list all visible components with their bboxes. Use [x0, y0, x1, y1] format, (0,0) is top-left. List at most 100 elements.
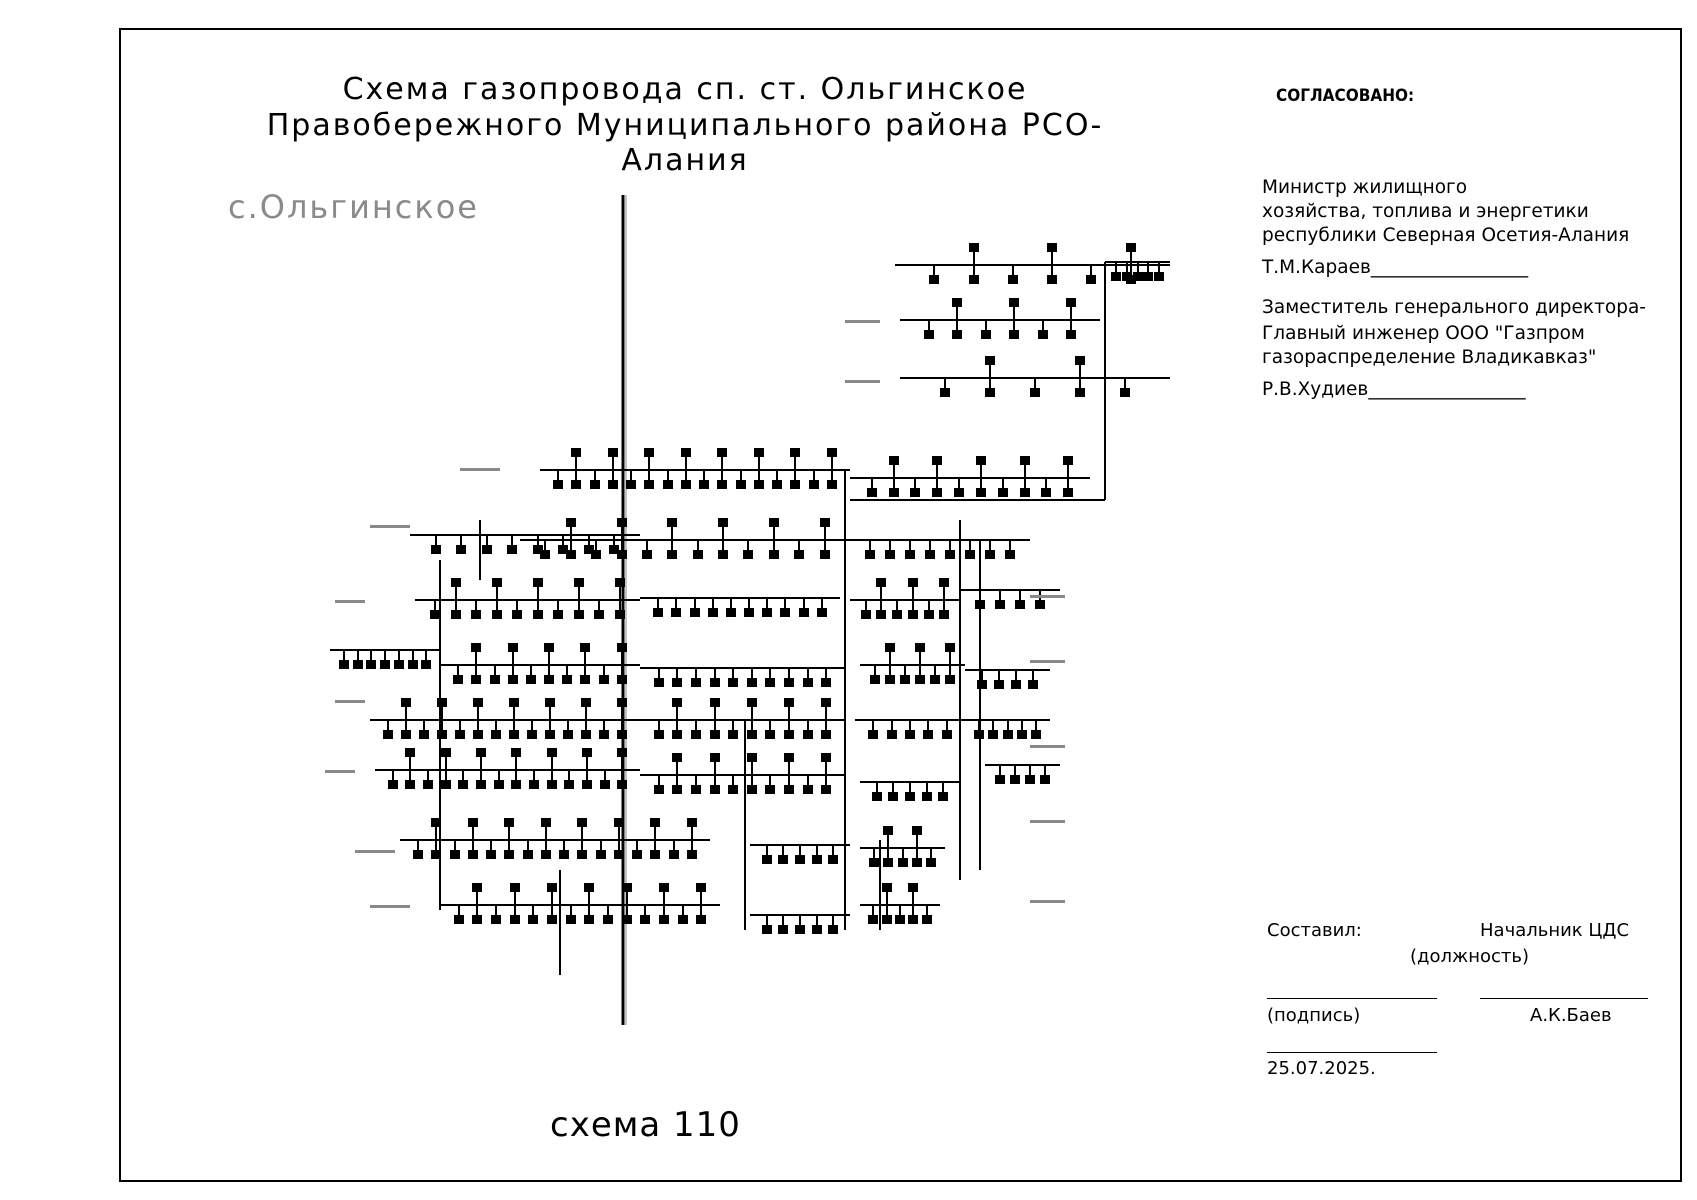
house-connection [650, 818, 660, 840]
house-connection [939, 578, 949, 600]
house-connection [510, 883, 520, 905]
house-connection [574, 578, 584, 600]
house-connection [582, 770, 592, 789]
house-connection [471, 600, 481, 619]
house-connection [562, 665, 572, 684]
house-connection [571, 448, 581, 470]
house-connection [828, 845, 838, 864]
house-connection [794, 540, 804, 559]
house-connection [1047, 265, 1057, 284]
house-connection [541, 840, 551, 859]
name-line [1480, 998, 1648, 999]
house-connection [1126, 243, 1136, 265]
house-connection [545, 698, 555, 720]
house-connection [784, 775, 794, 794]
house-connection [939, 600, 949, 619]
house-connection [769, 540, 779, 559]
house-connection [1011, 670, 1021, 689]
house-connection [492, 578, 502, 600]
house-connection [458, 770, 468, 789]
house-connection [710, 668, 720, 687]
house-connection [975, 590, 985, 609]
house-connection [591, 540, 601, 559]
deputy-title-1: Заместитель генерального директора- [1262, 297, 1646, 318]
house-connection [1031, 720, 1041, 739]
house-connection [512, 600, 522, 619]
house-connection [876, 578, 886, 600]
house-connection [1047, 243, 1057, 265]
house-connection [743, 540, 753, 559]
house-connection [559, 840, 569, 859]
house-connection [437, 720, 447, 739]
house-connection [540, 540, 550, 559]
house-connection [861, 600, 871, 619]
house-connection [663, 470, 673, 489]
house-connection [456, 535, 466, 554]
house-connection [413, 840, 423, 859]
house-connection [687, 840, 697, 859]
house-connection [762, 915, 772, 934]
house-connection [617, 540, 627, 559]
house-connection [667, 540, 677, 559]
house-connection [510, 905, 520, 924]
house-connection [1028, 670, 1038, 689]
house-connection [614, 818, 624, 840]
house-connection [744, 598, 754, 617]
house-connection [454, 905, 464, 924]
house-connection [821, 668, 831, 687]
house-connection [566, 540, 576, 559]
house-connection [780, 598, 790, 617]
house-connection [1133, 262, 1143, 281]
house-connection [926, 848, 936, 867]
house-connection [596, 840, 606, 859]
street-label [1030, 820, 1065, 823]
house-connection [908, 905, 918, 924]
house-connection [654, 775, 664, 794]
house-connection [747, 698, 757, 720]
house-connection [1063, 456, 1073, 478]
house-connection [590, 470, 600, 489]
house-connection [608, 470, 618, 489]
house-connection [681, 448, 691, 470]
house-connection [1066, 320, 1076, 339]
street-label [845, 320, 880, 323]
house-connection [974, 720, 984, 739]
house-connection [868, 720, 878, 739]
house-connection [905, 720, 915, 739]
house-connection [672, 775, 682, 794]
drawing-frame [119, 28, 1682, 1182]
street-label [460, 468, 500, 471]
house-connection [827, 448, 837, 470]
house-connection [954, 478, 964, 497]
date-line [1267, 1052, 1437, 1053]
house-connection [571, 470, 581, 489]
house-connection [632, 840, 642, 859]
house-connection [547, 905, 557, 924]
house-connection [1010, 765, 1020, 784]
house-connection [541, 818, 551, 840]
house-connection [812, 915, 822, 934]
house-connection [490, 665, 500, 684]
house-connection [408, 650, 418, 669]
house-connection [654, 720, 664, 739]
house-connection [401, 698, 411, 720]
house-connection [599, 665, 609, 684]
house-connection [644, 448, 654, 470]
compiled-label: Составил: [1267, 920, 1362, 941]
house-connection [995, 765, 1005, 784]
house-connection [622, 905, 632, 924]
house-connection [945, 665, 955, 684]
house-connection [985, 356, 995, 378]
house-connection [912, 826, 922, 848]
minister-signature: Т.М.Караев_________________ [1262, 257, 1529, 278]
house-connection [544, 665, 554, 684]
house-connection [533, 578, 543, 600]
house-connection [883, 848, 893, 867]
house-connection [885, 665, 895, 684]
house-connection [678, 905, 688, 924]
house-connection [507, 535, 517, 554]
house-connection [691, 775, 701, 794]
house-connection [747, 753, 757, 775]
house-connection [998, 478, 1008, 497]
house-connection [772, 470, 782, 489]
